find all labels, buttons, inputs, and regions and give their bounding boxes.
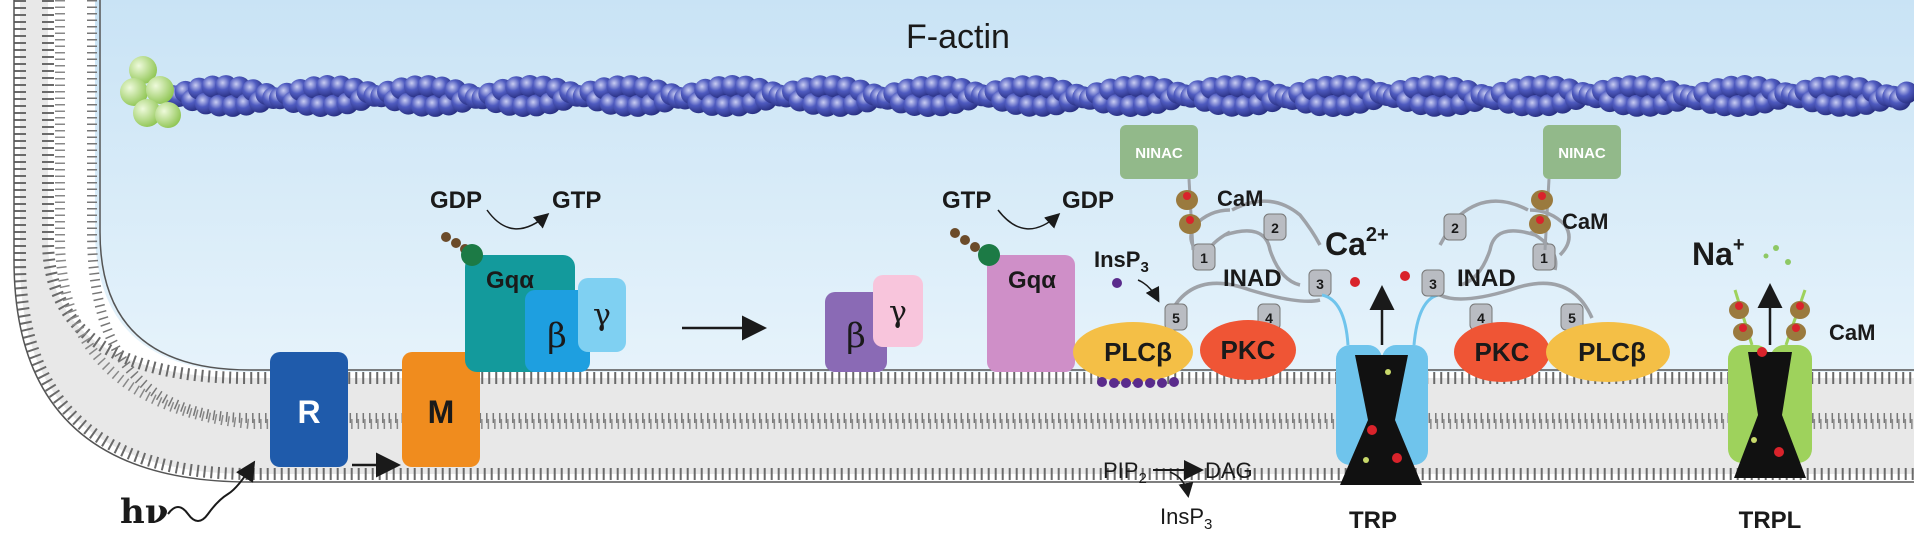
inad-label-left: INAD <box>1223 265 1282 292</box>
gdp-label-2: GDP <box>1062 187 1114 214</box>
trpl-label: TRPL <box>1739 507 1802 534</box>
cam-right-label: CaM <box>1562 209 1608 234</box>
gamma-active-label: γ <box>593 298 611 333</box>
dag-label: DAG <box>1205 458 1253 483</box>
lipid-anchor-active <box>441 232 483 266</box>
ca-ion-2 <box>1400 271 1410 281</box>
actin-bead <box>1895 81 1914 104</box>
ninac-right-label: NINAC <box>1558 145 1606 162</box>
svg-text:3: 3 <box>1316 276 1324 292</box>
trp-label: TRP <box>1349 507 1397 534</box>
cam-left-group <box>1176 190 1201 234</box>
ca-label: Ca2+ <box>1325 224 1389 262</box>
svg-text:4: 4 <box>1477 310 1485 326</box>
gamma-active-box <box>578 278 626 352</box>
actin-cap <box>120 56 181 128</box>
na-ion-1 <box>1773 245 1779 251</box>
pip2-lipid-dots <box>1097 377 1179 388</box>
metarhodopsin-label: M <box>428 394 455 430</box>
pdz-domain-2: 2 <box>1263 213 1287 241</box>
metarhodopsin-box <box>402 352 480 467</box>
pip2-label: PIP2 <box>1103 458 1147 487</box>
gtp-label-2: GTP <box>942 187 991 214</box>
f-actin-label: F-actin <box>906 18 1010 56</box>
ninac-stalk-right <box>1543 178 1551 251</box>
svg-text:2: 2 <box>1451 220 1459 236</box>
svg-text:5: 5 <box>1172 310 1180 326</box>
gq-free-label: Gqα <box>1008 267 1056 294</box>
trpl-cam-label: CaM <box>1829 320 1875 345</box>
insp3-bottom-arrow <box>1169 471 1194 498</box>
svg-text:4: 4 <box>1265 310 1273 326</box>
rhodopsin-label: R <box>297 394 320 430</box>
na-ion-3 <box>1763 253 1769 259</box>
beta-free-label: β <box>846 316 866 356</box>
insp3-molecule <box>1112 278 1122 288</box>
gtp-gdp-arrow <box>997 209 1061 230</box>
na-label: Na+ <box>1692 234 1745 272</box>
pdz-domain-3: 3 <box>1308 269 1332 297</box>
light-label: hν <box>120 492 168 532</box>
trp-channel <box>1321 293 1439 485</box>
cam-right-group <box>1529 190 1553 234</box>
beta-free-box <box>825 292 887 372</box>
svg-text:3: 3 <box>1429 276 1437 292</box>
pdz-domain-3-right: 3 <box>1421 269 1445 297</box>
trpl-channel <box>1728 289 1812 478</box>
pkc-left-label: PKC <box>1221 335 1276 365</box>
svg-text:1: 1 <box>1540 250 1548 266</box>
svg-text:2: 2 <box>1271 220 1279 236</box>
plc-right-label: PLCβ <box>1578 337 1646 367</box>
ninac-right <box>1543 125 1621 179</box>
beta-active-label: β <box>547 316 567 356</box>
pdz-domain-2-right: 2 <box>1443 213 1467 241</box>
gq-free-box <box>987 255 1075 372</box>
light-wave-arrow <box>167 460 256 522</box>
ca-ion-1 <box>1350 277 1360 287</box>
plc-left-label: PLCβ <box>1104 337 1172 367</box>
pdz-domain-5: 5 <box>1164 303 1188 331</box>
gamma-free-label: γ <box>889 295 907 330</box>
ninac-left-label: NINAC <box>1135 145 1183 162</box>
na-ion-2 <box>1785 259 1791 265</box>
pkc-right <box>1454 322 1550 382</box>
insp3-top-label: InsP3 <box>1094 247 1149 276</box>
svg-text:1: 1 <box>1200 250 1208 266</box>
plc-left <box>1073 322 1193 382</box>
inad-label-right: INAD <box>1457 265 1516 292</box>
cam-left-label: CaM <box>1217 186 1263 211</box>
gtp-label-1: GTP <box>552 187 601 214</box>
insp3-bottom-label: InsP3 <box>1160 504 1212 533</box>
pdz-domain-1: 1 <box>1192 243 1216 271</box>
plc-right <box>1546 322 1670 382</box>
ninac-left <box>1120 125 1198 179</box>
gdp-gtp-arrow-1 <box>486 209 550 230</box>
gdp-label-1: GDP <box>430 187 482 214</box>
insp3-release-arrow <box>1137 279 1160 303</box>
f-actin-filament <box>161 75 1914 117</box>
gq-active-label: Gqα <box>486 267 534 294</box>
membrane <box>13 0 1914 483</box>
beta-active-box <box>525 290 590 372</box>
pkc-right-label: PKC <box>1475 337 1530 367</box>
svg-text:5: 5 <box>1568 310 1576 326</box>
gamma-free-box <box>873 275 923 347</box>
trpl-cam-group <box>1729 301 1810 341</box>
lipid-anchor-free <box>950 228 1000 266</box>
pkc-left <box>1200 320 1296 380</box>
rhodopsin-box <box>270 352 348 467</box>
